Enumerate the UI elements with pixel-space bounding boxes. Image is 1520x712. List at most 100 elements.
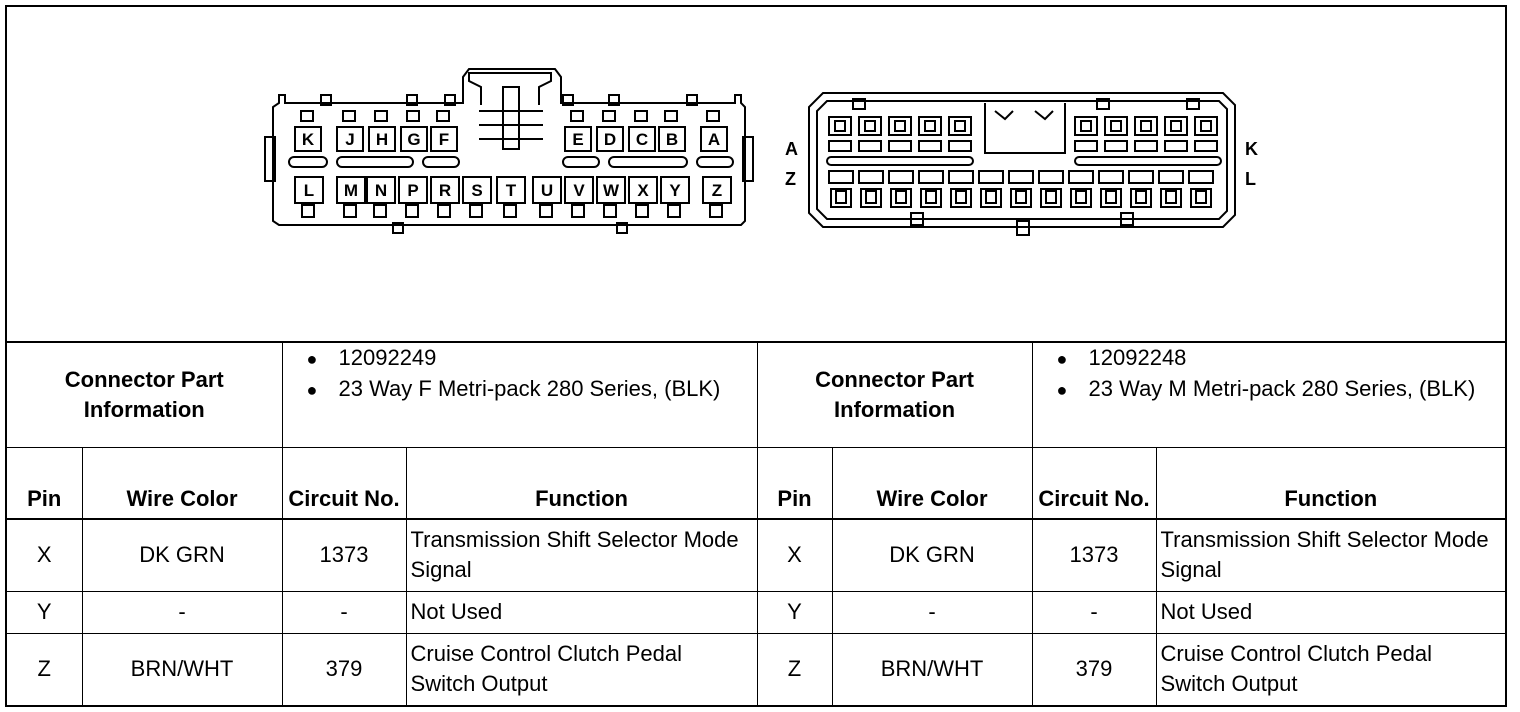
- male-pin-terminal: [834, 120, 846, 132]
- pin-label: K: [302, 130, 315, 149]
- bullet-icon: [1057, 343, 1089, 374]
- male-pin-terminal: [925, 190, 937, 204]
- col-pin-left: Pin: [7, 446, 83, 520]
- pin-label: Z: [712, 181, 722, 200]
- pin-cell: Y: [7, 590, 83, 634]
- male-pin-cavity: [1010, 188, 1032, 208]
- pin-window: [664, 110, 678, 122]
- male-pin-slot: [1194, 140, 1218, 152]
- male-pin-terminal: [1105, 190, 1117, 204]
- male-connector: [808, 92, 1236, 236]
- male-pin-cavity: [1160, 188, 1182, 208]
- male-pin-terminal: [1140, 120, 1152, 132]
- pin-label: W: [603, 181, 620, 200]
- male-pin-cavity: [1164, 116, 1188, 136]
- col-pin-right: Pin: [756, 446, 833, 520]
- part-info-header-left: Connector Part Information: [7, 343, 283, 448]
- pin-cavity: [564, 176, 594, 204]
- pin-window: [343, 204, 357, 218]
- pin-window: [706, 110, 720, 122]
- male-label-l: L: [1245, 169, 1256, 189]
- male-top-pin-row: [828, 116, 1218, 152]
- pin-cavity: [700, 126, 728, 152]
- male-pin-slot: [1134, 140, 1158, 152]
- male-pin-terminal: [1080, 120, 1092, 132]
- male-pin-slot: [1164, 140, 1188, 152]
- pin-cell: Z: [756, 632, 833, 705]
- pin-cavity: [596, 126, 624, 152]
- male-pin-cavity: [950, 188, 972, 208]
- bullet-icon: [307, 343, 339, 374]
- male-pin-slot: [948, 170, 974, 184]
- connector-pin: K: [294, 126, 322, 152]
- part-number-right: 12092248: [1088, 345, 1187, 370]
- pin-label: P: [407, 181, 418, 200]
- male-pin-cavity: [1100, 188, 1122, 208]
- circuit-cell: 379: [1031, 632, 1157, 705]
- connector-info-table: Connector Part Information 12092249 23 W…: [7, 343, 1505, 705]
- connector-pin: X: [628, 176, 658, 204]
- pin-window: [469, 204, 483, 218]
- pin-cavity: [462, 176, 492, 204]
- connector-pin: A: [700, 126, 728, 152]
- male-label-a: A: [785, 139, 798, 159]
- pin-cell: Z: [7, 632, 83, 705]
- pin-cell: Y: [756, 590, 833, 634]
- pin-label: U: [541, 181, 553, 200]
- pin-label: B: [666, 130, 678, 149]
- connector-pin: G: [400, 126, 428, 152]
- table-row: X DK GRN 1373 Transmission Shift Selecto…: [7, 518, 1505, 592]
- pin-cavity: [430, 126, 458, 152]
- part-info-row: Connector Part Information 12092249 23 W…: [7, 343, 1505, 448]
- pin-window: [571, 204, 585, 218]
- connector-pin: H: [368, 126, 396, 152]
- pin-cavity: [628, 176, 658, 204]
- male-pin-terminal: [1200, 120, 1212, 132]
- pin-cavity: [336, 126, 364, 152]
- circuit-cell: 379: [281, 632, 407, 705]
- male-pin-slot: [1128, 170, 1154, 184]
- wire-cell: DK GRN: [831, 518, 1033, 592]
- function-cell: Transmission Shift Selector Mode Signal: [405, 518, 758, 592]
- col-circuit-right: Circuit No.: [1031, 446, 1157, 520]
- male-pin-terminal: [1165, 190, 1177, 204]
- male-pin-slot: [1008, 170, 1034, 184]
- male-pin-cavity: [1074, 116, 1098, 136]
- pin-window: [373, 204, 387, 218]
- part-numbers-left: 12092249 23 Way F Metri-pack 280 Series,…: [281, 343, 758, 448]
- connector-pin: R: [430, 176, 460, 204]
- male-label-k: K: [1245, 139, 1258, 159]
- pin-cavity: [702, 176, 732, 204]
- male-pin-cavity: [860, 188, 882, 208]
- bullet-icon: [307, 374, 339, 405]
- pin-window: [634, 110, 648, 122]
- male-pin-terminal: [1045, 190, 1057, 204]
- male-pin-slot: [888, 170, 914, 184]
- pin-cavity: [532, 176, 562, 204]
- pin-cavity: [596, 176, 626, 204]
- male-pin-terminal: [895, 190, 907, 204]
- pin-window: [602, 110, 616, 122]
- pin-cavity: [294, 176, 324, 204]
- male-pin-slot: [888, 140, 912, 152]
- male-pin-terminal: [835, 190, 847, 204]
- male-pin-cavity: [1190, 188, 1212, 208]
- male-pin-cavity: [828, 116, 852, 136]
- male-pin-slot: [828, 140, 852, 152]
- wire-cell: -: [81, 590, 283, 634]
- connector-pin: D: [596, 126, 624, 152]
- pin-label: A: [708, 130, 720, 149]
- male-pin-slot: [1158, 170, 1184, 184]
- part-description-right: 23 Way M Metri-pack 280 Series, (BLK): [1088, 376, 1476, 401]
- male-pin-cavity: [888, 116, 912, 136]
- pin-cavity: [400, 126, 428, 152]
- connector-pin: L: [294, 176, 324, 204]
- male-pin-cavity: [1040, 188, 1062, 208]
- male-pin-cavity: [1194, 116, 1218, 136]
- pin-label: J: [345, 130, 354, 149]
- female-connector: [264, 68, 754, 234]
- male-pin-terminal: [1195, 190, 1207, 204]
